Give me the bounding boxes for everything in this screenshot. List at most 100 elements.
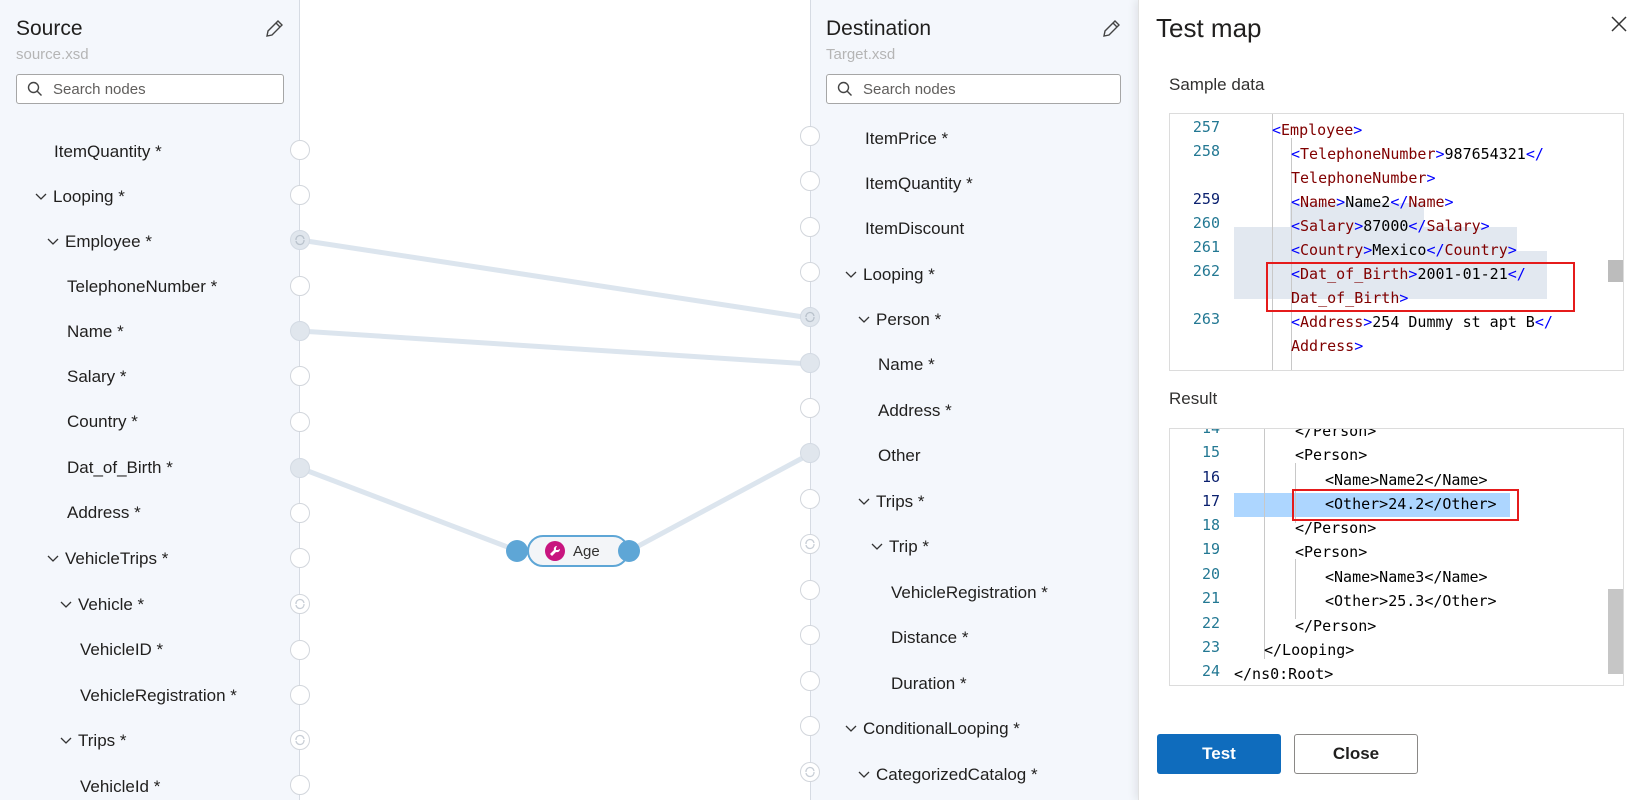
tree-item-label: ItemQuantity *: [54, 142, 162, 161]
destination-tree-item[interactable]: Duration *: [891, 672, 967, 696]
destination-node-handle[interactable]: [800, 716, 820, 736]
mapping-line[interactable]: [299, 328, 811, 367]
source-node-handle[interactable]: [290, 140, 310, 160]
destination-node-handle[interactable]: [800, 580, 820, 600]
source-node-handle[interactable]: [290, 503, 310, 523]
source-tree-item[interactable]: Salary *: [67, 365, 127, 389]
source-tree-item[interactable]: Trips *: [58, 729, 127, 753]
line-number: 21: [1201, 589, 1220, 607]
source-tree-item[interactable]: Looping *: [33, 185, 125, 209]
chevron-down-icon[interactable]: [58, 597, 74, 613]
mapping-line[interactable]: [299, 465, 519, 554]
result-editor[interactable]: 14 15 16 17 18 19 20 21 22 23 24 </Perso…: [1169, 428, 1624, 686]
code-line: <Employee>: [1272, 121, 1363, 139]
destination-node-handle-looping[interactable]: [800, 534, 820, 554]
source-node-handle[interactable]: [290, 366, 310, 386]
source-node-handle[interactable]: [290, 640, 310, 660]
edit-icon[interactable]: [1100, 18, 1122, 40]
source-node-handle[interactable]: [290, 276, 310, 296]
chevron-down-icon[interactable]: [869, 539, 885, 555]
destination-tree-item[interactable]: Trip *: [869, 535, 929, 559]
source-node-handle[interactable]: [290, 458, 310, 478]
source-tree-item[interactable]: ItemQuantity *: [54, 140, 162, 164]
destination-tree-item[interactable]: VehicleRegistration *: [891, 581, 1048, 605]
chevron-down-icon[interactable]: [45, 234, 61, 250]
source-tree-item[interactable]: Vehicle *: [58, 593, 144, 617]
destination-node-handle[interactable]: [800, 489, 820, 509]
edit-icon[interactable]: [263, 18, 285, 40]
destination-node-handle[interactable]: [800, 353, 820, 373]
mapping-canvas[interactable]: [300, 0, 810, 800]
close-icon[interactable]: [1609, 14, 1629, 34]
destination-node-handle[interactable]: [800, 217, 820, 237]
source-tree-item[interactable]: VehicleRegistration *: [80, 684, 237, 708]
source-search-box[interactable]: [16, 74, 284, 104]
destination-node-handle[interactable]: [800, 262, 820, 282]
destination-tree-item[interactable]: ItemDiscount: [865, 217, 964, 241]
destination-search-box[interactable]: [826, 74, 1121, 104]
destination-search-input[interactable]: [863, 80, 1083, 98]
selection-highlight: [1234, 227, 1517, 251]
source-tree-item[interactable]: VehicleId *: [80, 775, 160, 799]
destination-node-handle[interactable]: [800, 625, 820, 645]
scrollbar-thumb[interactable]: [1608, 589, 1623, 674]
function-node-age[interactable]: Age: [527, 535, 629, 567]
source-node-handle[interactable]: [290, 412, 310, 432]
test-button[interactable]: Test: [1157, 734, 1281, 774]
source-node-handle-looping[interactable]: [290, 594, 310, 614]
chevron-down-icon[interactable]: [856, 494, 872, 510]
scrollbar-thumb[interactable]: [1608, 260, 1623, 282]
chevron-down-icon[interactable]: [843, 267, 859, 283]
line-number: 261: [1192, 238, 1220, 256]
function-output-port[interactable]: [618, 540, 640, 562]
destination-node-handle[interactable]: [800, 171, 820, 191]
destination-node-handle[interactable]: [800, 398, 820, 418]
chevron-down-icon[interactable]: [843, 721, 859, 737]
destination-tree-item[interactable]: Name *: [878, 353, 935, 377]
destination-tree-item[interactable]: Person *: [856, 308, 941, 332]
close-button[interactable]: Close: [1294, 734, 1418, 774]
mapping-line[interactable]: [627, 451, 812, 554]
destination-tree-item[interactable]: ConditionalLooping *: [843, 717, 1020, 741]
source-node-handle[interactable]: [290, 548, 310, 568]
source-node-handle[interactable]: [290, 775, 310, 795]
chevron-down-icon[interactable]: [45, 551, 61, 567]
sample-data-editor[interactable]: 257 258 259 260 261 262 263 <Employee> <…: [1169, 113, 1624, 371]
destination-node-handle[interactable]: [800, 671, 820, 691]
destination-tree-item[interactable]: Looping *: [843, 263, 935, 287]
source-search-input[interactable]: [53, 80, 273, 98]
destination-tree-item[interactable]: ItemQuantity *: [865, 172, 973, 196]
source-tree-item[interactable]: VehicleID *: [80, 638, 163, 662]
destination-node-handle[interactable]: [800, 443, 820, 463]
source-node-handle-looping[interactable]: [290, 730, 310, 750]
source-tree-item[interactable]: Address *: [67, 501, 141, 525]
source-tree-item[interactable]: Employee *: [45, 230, 152, 254]
destination-node-handle[interactable]: [800, 126, 820, 146]
source-node-handle[interactable]: [290, 685, 310, 705]
source-node-handle[interactable]: [290, 185, 310, 205]
destination-panel: Destination Target.xsd ItemPrice * ItemQ…: [810, 0, 1138, 800]
source-node-handle-looping[interactable]: [290, 230, 310, 250]
code-line: <Person>: [1295, 446, 1368, 464]
chevron-down-icon[interactable]: [856, 312, 872, 328]
destination-tree-item[interactable]: Distance *: [891, 626, 968, 650]
source-node-handle[interactable]: [290, 321, 310, 341]
destination-tree-item[interactable]: Other: [878, 444, 921, 468]
chevron-down-icon[interactable]: [856, 767, 872, 783]
source-tree-item[interactable]: Dat_of_Birth *: [67, 456, 173, 480]
destination-tree-item[interactable]: CategorizedCatalog *: [856, 763, 1038, 787]
source-tree-item[interactable]: VehicleTrips *: [45, 547, 168, 571]
search-icon: [837, 81, 852, 96]
source-tree-item[interactable]: Country *: [67, 410, 138, 434]
mapping-line[interactable]: [299, 237, 811, 321]
destination-tree-item[interactable]: Address *: [878, 399, 952, 423]
function-input-port[interactable]: [506, 540, 528, 562]
chevron-down-icon[interactable]: [58, 733, 74, 749]
source-tree-item[interactable]: Name *: [67, 320, 124, 344]
chevron-down-icon[interactable]: [33, 189, 49, 205]
destination-tree-item[interactable]: Trips *: [856, 490, 925, 514]
destination-tree-item[interactable]: ItemPrice *: [865, 127, 948, 151]
destination-node-handle-looping[interactable]: [800, 762, 820, 782]
source-tree-item[interactable]: TelephoneNumber *: [67, 275, 217, 299]
destination-node-handle-looping[interactable]: [800, 307, 820, 327]
